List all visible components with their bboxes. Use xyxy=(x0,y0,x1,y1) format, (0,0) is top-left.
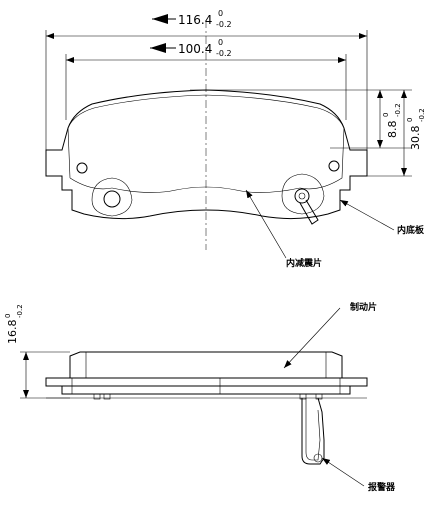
dim-right-small-tol-upper: 0 xyxy=(382,113,390,117)
dim-inner-width-value: 100.4 xyxy=(178,42,212,56)
label-shim: 内减震片 xyxy=(286,257,322,269)
dim-overall-width-value: 116.4 xyxy=(178,13,212,27)
right-boss xyxy=(281,173,325,215)
side-stud-1 xyxy=(93,393,101,400)
label-wear-indicator: 报警器 xyxy=(368,481,396,493)
label-friction: 制动片 xyxy=(350,301,377,313)
dim-thickness-tol-lower: -0.2 xyxy=(16,304,24,318)
right-hole-inner xyxy=(298,192,306,200)
backing-plate-outline xyxy=(45,89,368,220)
side-backing-plate xyxy=(45,377,368,387)
friction-outline-inner xyxy=(67,94,345,190)
dim-overall-width-tol-upper: 0 xyxy=(218,9,223,18)
dim-thickness-tol-upper: 0 xyxy=(4,314,12,318)
side-view: 16.8 0 -0.2 制动片 报警器 xyxy=(4,301,396,493)
dim-thickness-value: 16.8 xyxy=(6,320,19,345)
side-backing-lower xyxy=(61,385,351,395)
dim-right-small-tol-lower: -0.2 xyxy=(394,103,402,117)
right-small-hole xyxy=(328,160,340,172)
side-wear-clip xyxy=(301,397,325,465)
leader-inner-plate xyxy=(339,199,395,231)
side-stud-2 xyxy=(103,393,111,400)
top-view: 116.4 0 -0.2 100.4 0 -0.2 8.8 0 -0.2 30.… xyxy=(45,9,426,269)
leader-shim xyxy=(245,189,287,259)
friction-bottom-edge xyxy=(111,186,301,193)
side-stud-3 xyxy=(299,393,307,400)
label-inner-plate: 内底板 xyxy=(397,224,425,236)
top-wear-clip xyxy=(299,199,319,225)
dim-inner-width-tol-lower: -0.2 xyxy=(216,49,232,58)
left-hole xyxy=(103,190,121,208)
dim-inner-width-tol-upper: 0 xyxy=(218,38,223,47)
dim-right-height-tol-upper: 0 xyxy=(406,118,414,122)
dim-right-small-value: 8.8 xyxy=(386,121,399,139)
dim-overall-width-tol-lower: -0.2 xyxy=(216,20,232,29)
dim-right-height-value: 30.8 xyxy=(409,126,422,151)
side-wear-clip-inner xyxy=(305,398,321,461)
dim-right-height-tol-lower: -0.2 xyxy=(418,108,426,122)
side-stud-4 xyxy=(315,393,323,400)
right-hole xyxy=(294,188,310,204)
leader-wear-indicator xyxy=(321,457,365,487)
left-small-hole xyxy=(76,162,88,174)
leader-friction xyxy=(283,307,341,369)
left-boss xyxy=(91,177,133,217)
side-friction-block xyxy=(69,351,343,378)
